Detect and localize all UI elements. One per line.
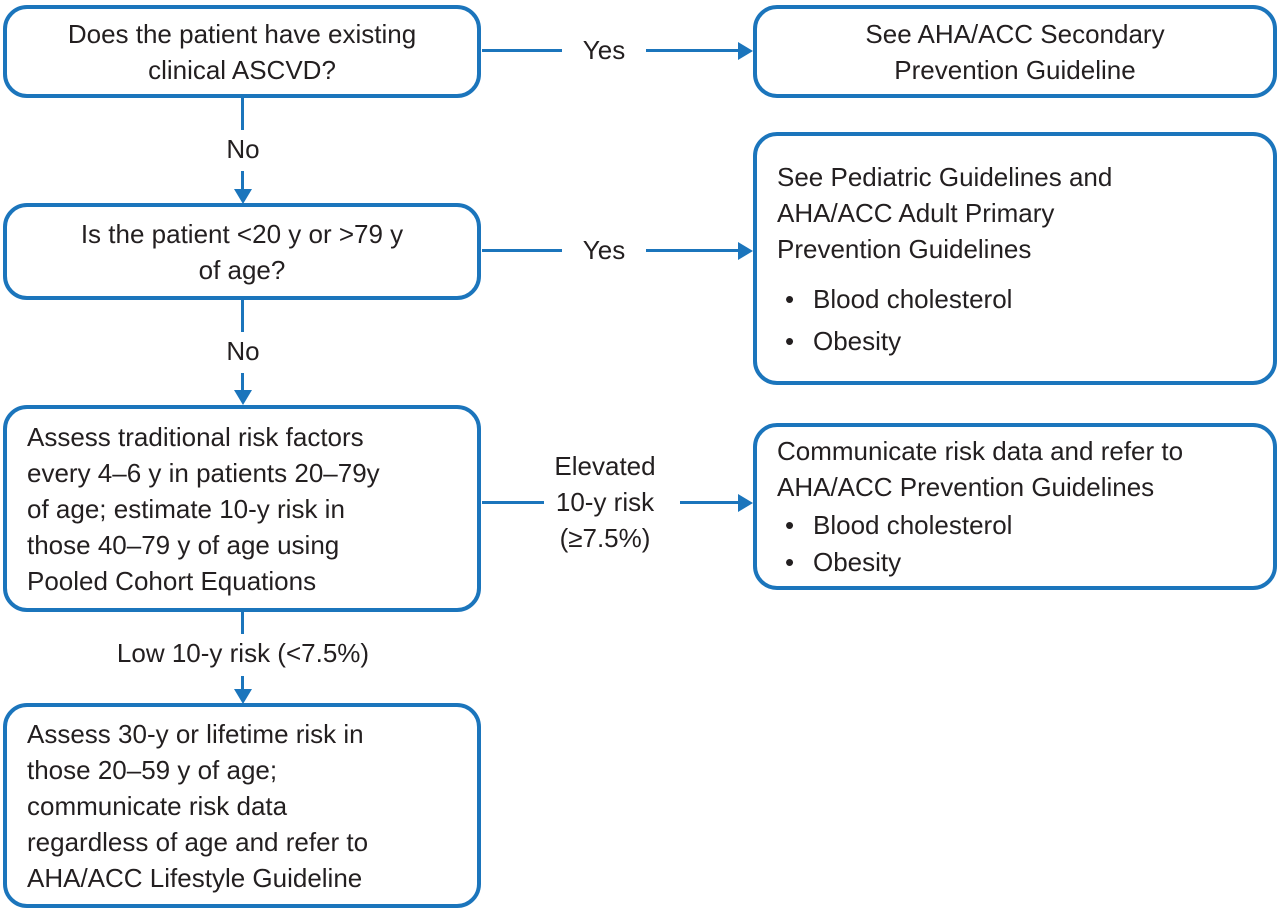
connector-no-2-line-bottom <box>241 373 244 391</box>
action-box-assess-lifetime: Assess 30-y or lifetime risk in those 20… <box>3 703 481 908</box>
arrowhead-right-icon <box>738 494 753 512</box>
edge-label-yes-2: Yes <box>582 235 626 265</box>
arrowhead-right-icon <box>738 242 753 260</box>
connector-yes-2-line-right <box>646 249 738 252</box>
list-item: Blood cholesterol <box>777 507 1265 543</box>
outcome-box-pediatric-primary-list: Blood cholesterol Obesity <box>777 275 1265 359</box>
connector-elevated-line-left <box>482 501 544 504</box>
connector-low-line-bottom <box>241 676 244 690</box>
list-item: Obesity <box>777 323 1265 359</box>
edge-label-no-1: No <box>226 134 260 164</box>
connector-yes-1-line-right <box>646 49 738 52</box>
outcome-box-pediatric-primary-text: See Pediatric Guidelines and AHA/ACC Adu… <box>777 161 1113 264</box>
edge-label-no-2: No <box>226 336 260 366</box>
edge-label-low-risk: Low 10-y risk (<7.5%) <box>116 638 370 668</box>
connector-low-line-top <box>241 612 244 634</box>
edge-label-yes-1: Yes <box>582 35 626 65</box>
action-box-assess-lifetime-text: Assess 30-y or lifetime risk in those 20… <box>27 718 369 893</box>
list-item: Obesity <box>777 544 1265 580</box>
list-item: Blood cholesterol <box>777 281 1265 317</box>
decision-box-existing-ascvd-text: Does the patient have existing clinical … <box>67 18 417 85</box>
decision-box-existing-ascvd: Does the patient have existing clinical … <box>3 5 481 98</box>
action-box-assess-traditional-text: Assess traditional risk factors every 4–… <box>27 421 380 596</box>
edge-label-elevated-risk: Elevated 10-y risk (≥7.5%) <box>554 451 656 553</box>
connector-no-1-line-bottom <box>241 171 244 190</box>
connector-yes-1-line-left <box>482 49 562 52</box>
connector-no-2-line-top <box>241 300 244 332</box>
connector-no-1-line-top <box>241 98 244 130</box>
action-box-assess-traditional: Assess traditional risk factors every 4–… <box>3 405 481 612</box>
outcome-box-communicate-risk-list: Blood cholesterol Obesity <box>777 506 1265 580</box>
outcome-box-pediatric-primary: See Pediatric Guidelines and AHA/ACC Adu… <box>753 132 1277 385</box>
decision-box-age: Is the patient <20 y or >79 y of age? <box>3 203 481 300</box>
outcome-box-secondary-prevention-text: See AHA/ACC Secondary Prevention Guideli… <box>865 18 1165 85</box>
outcome-box-communicate-risk-text: Communicate risk data and refer to AHA/A… <box>777 436 1184 502</box>
outcome-box-secondary-prevention: See AHA/ACC Secondary Prevention Guideli… <box>753 5 1277 98</box>
arrowhead-down-icon <box>234 390 252 405</box>
arrowhead-right-icon <box>738 42 753 60</box>
outcome-box-communicate-risk: Communicate risk data and refer to AHA/A… <box>753 423 1277 590</box>
decision-box-age-text: Is the patient <20 y or >79 y of age? <box>80 218 404 285</box>
connector-elevated-line-right <box>680 501 738 504</box>
arrowhead-down-icon <box>234 689 252 704</box>
connector-yes-2-line-left <box>482 249 562 252</box>
arrowhead-down-icon <box>234 189 252 204</box>
